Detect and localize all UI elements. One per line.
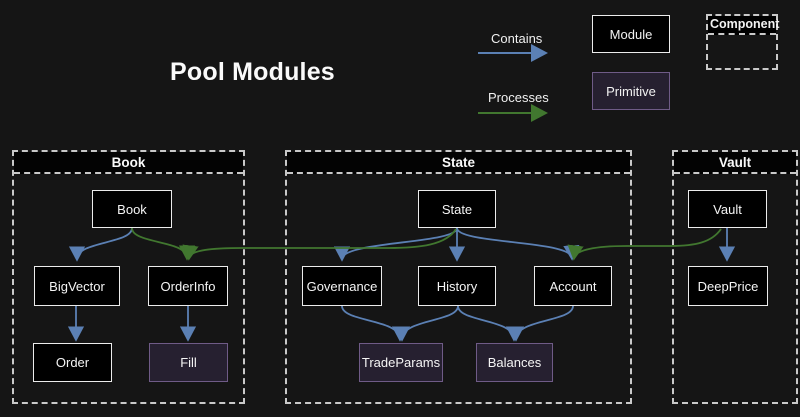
legend-processes-label: Processes [488, 90, 549, 105]
node-governance: Governance [302, 266, 382, 306]
group-state: State [285, 150, 632, 404]
legend-module-label: Module [609, 26, 653, 42]
diagram-title: Pool Modules [170, 58, 335, 86]
group-vault-header: Vault [674, 152, 796, 174]
legend-component-node: Component [706, 14, 779, 70]
node-vault: Vault [688, 190, 767, 228]
legend-primitive-label: Primitive [606, 83, 656, 99]
legend-component-label: Component [708, 16, 779, 35]
node-account: Account [534, 266, 612, 306]
group-vault: Vault [672, 150, 798, 404]
node-order: Order [33, 343, 112, 382]
group-book-header: Book [14, 152, 243, 174]
node-bigvector: BigVector [34, 266, 120, 306]
node-book: Book [92, 190, 172, 228]
group-state-header: State [287, 152, 630, 174]
node-deepprice: DeepPrice [688, 266, 768, 306]
legend-module-node: Module [592, 15, 670, 53]
node-history: History [418, 266, 496, 306]
node-orderinfo: OrderInfo [148, 266, 228, 306]
legend-primitive-node: Primitive [592, 72, 670, 110]
node-fill: Fill [149, 343, 228, 382]
group-book: Book [12, 150, 245, 404]
node-balances: Balances [476, 343, 553, 382]
legend-contains-label: Contains [491, 31, 543, 46]
node-tradeparams: TradeParams [359, 343, 443, 382]
node-state: State [418, 190, 496, 228]
